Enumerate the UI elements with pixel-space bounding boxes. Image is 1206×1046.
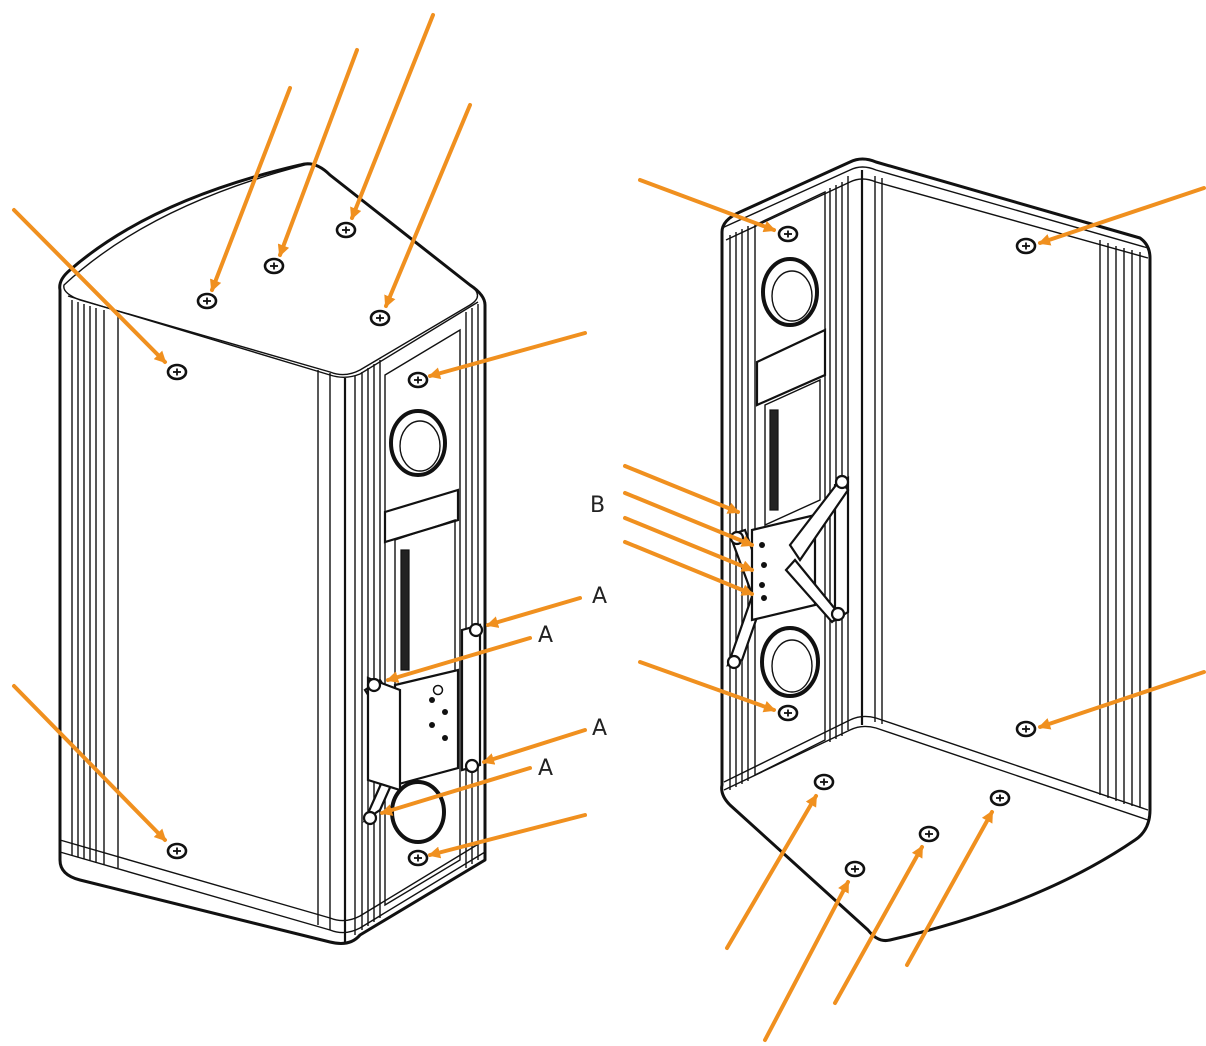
arrow-icon (486, 596, 582, 628)
arrow-icon (1038, 670, 1206, 730)
arrow-icon (12, 208, 167, 364)
arrow-icon (210, 86, 292, 292)
arrow-icon (482, 728, 587, 765)
screw-icon (989, 789, 1011, 807)
arrow-icon (638, 660, 776, 713)
screw-icon (777, 704, 799, 722)
screw-icon (918, 825, 940, 843)
arrow-icon (725, 794, 818, 950)
arrow-icon (638, 178, 776, 233)
arrow-icon (428, 331, 587, 380)
arrow-icon (623, 516, 754, 572)
screw-icon (407, 371, 429, 389)
screw-icon (166, 842, 188, 860)
arrow-icon (623, 540, 754, 596)
arrow-icon (763, 880, 850, 1042)
label-a-2: A (538, 623, 553, 648)
label-a-1: A (592, 584, 607, 609)
upper-bass-port (761, 257, 819, 327)
label-b: B (590, 493, 605, 518)
screw-icon (335, 221, 357, 239)
arrow-icon (623, 491, 754, 547)
arrow-icon (905, 810, 994, 967)
arrow-icon (833, 845, 924, 1005)
arrow-icon (623, 464, 740, 514)
arrow-icon (1038, 186, 1206, 246)
left-speaker-cabinet (58, 162, 487, 945)
arrow-icon (428, 813, 587, 859)
screw-icon (1015, 237, 1037, 255)
left-panel-ridges (71, 300, 119, 868)
mounting-bracket (362, 622, 484, 826)
screw-icon (369, 309, 391, 327)
right-front-ridges (729, 182, 843, 790)
screw-icon (166, 363, 188, 381)
screw-icon (263, 257, 285, 275)
label-a-4: A (538, 756, 553, 781)
screw-icon (407, 849, 429, 867)
screw-arrows (12, 13, 1206, 1042)
screw-icon (777, 225, 799, 243)
screw-icon (813, 773, 835, 791)
arrow-icon (380, 766, 532, 816)
arrow-icon (277, 48, 359, 257)
lower-bass-port (760, 626, 820, 698)
label-a-3: A (592, 716, 607, 741)
front-panel-ridges (317, 304, 479, 935)
screw-icon (196, 292, 218, 310)
arrow-icon (386, 636, 532, 683)
screw-icon (1015, 720, 1037, 738)
screw-icon (844, 860, 866, 878)
arrow-icon (350, 13, 435, 220)
arrow-icon (12, 684, 167, 842)
upper-bass-port (389, 409, 447, 477)
mounting-bracket (726, 474, 850, 670)
arrow-icon (384, 103, 472, 308)
right-speaker-cabinet (720, 157, 1152, 942)
